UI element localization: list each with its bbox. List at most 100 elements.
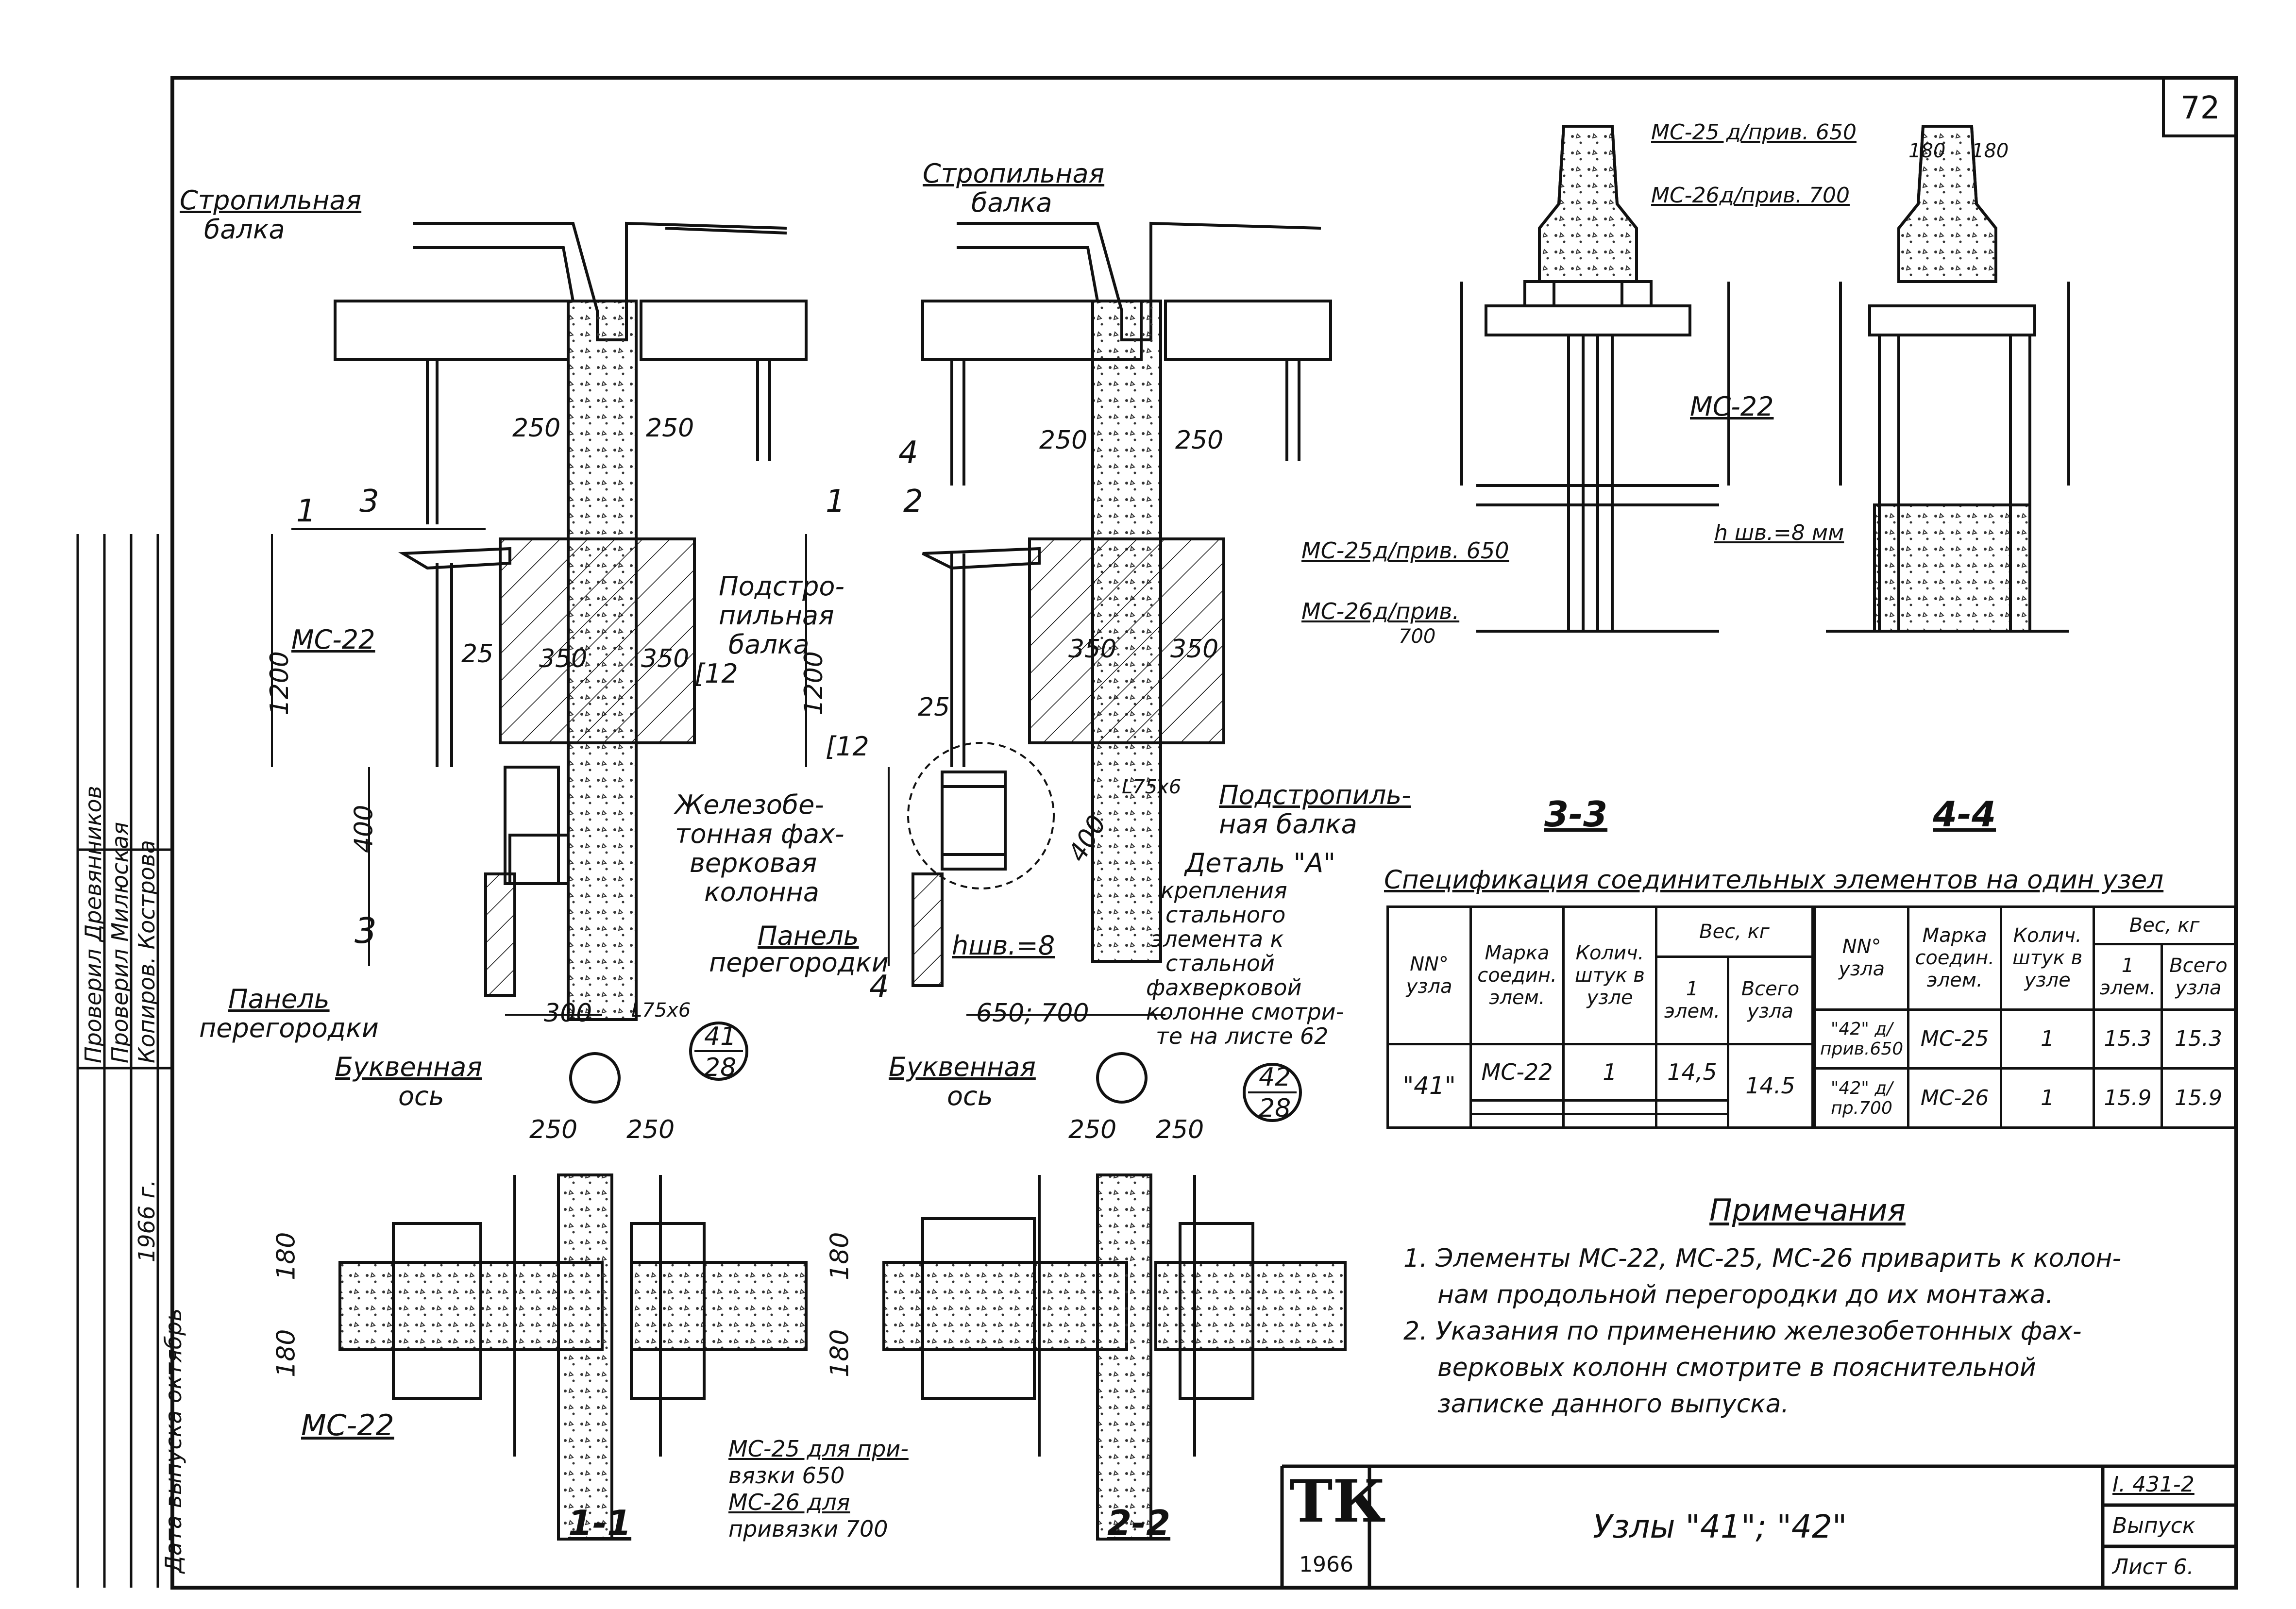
section-mark-4: 4 [869,969,889,1005]
node-sheet: 28 [704,1053,737,1082]
panel-label: перегородки [199,1013,379,1043]
spec-cell-node: "42" д/пр.700 [1813,1067,1910,1129]
dim-180: 180 [271,1329,301,1377]
sub-rafter-label: Подстро- [719,571,844,602]
detail-a-label: фахверковой [1146,974,1302,1001]
notes-title: Примечания [1709,1192,1906,1228]
mc26-label: привязки 700 [728,1516,888,1542]
notes-line: верковых колонн смотрите в пояснительной [1437,1353,2036,1382]
mc22-label: МС-22 [1690,391,1774,422]
title-block-title: Узлы "41"; "42" [1593,1508,1847,1545]
node-number: 42 [1259,1063,1291,1092]
spec-cell-qty: 1 [2000,1067,2095,1129]
rc-column-label: Железобе- [675,789,824,820]
spec-cell-one: 15.3 [2093,1008,2163,1070]
axis-label: ось [947,1081,993,1111]
weld-label: h шв.=8 мм [1714,520,1844,545]
spec-header-weight: Вес, кг [1655,905,1814,958]
mc22-label: МС-22 [301,1408,394,1442]
side-stamp-row: Дата выпуска октябрь [160,1308,186,1573]
section-mark-3: 3 [355,910,377,951]
sub-rafter-label: ная балка [1219,809,1357,839]
node-sheet: 28 [1259,1094,1291,1123]
side-stamp-row: Копиров. Кострова [134,840,160,1063]
node-42-elevation [805,221,1332,1122]
title-block-sheet: Лист 6. [2112,1555,2194,1579]
plan-sections-1-1-2-2 [338,1173,1347,1541]
angle-label: L75х6 [631,999,691,1022]
detail-a-label: те на листе 62 [1156,1023,1329,1049]
dim-250: 250 [646,414,694,443]
dim-400: 400 [349,804,379,853]
dim-350: 350 [1068,635,1117,664]
dim-250: 250 [1175,426,1224,455]
spec-cell-one: 14,5 [1655,1042,1729,1102]
section-4-4-caption: 4-4 [1933,794,1996,835]
sheet-number: 72 [2180,90,2220,126]
spec-cell-node: "41" [1386,1042,1472,1129]
mc26-label: МС-26 для [728,1489,850,1515]
spec-cell-qty: 1 [1562,1042,1657,1102]
side-stamp-frame [76,534,172,1588]
dim-250: 250 [529,1115,578,1144]
spec-header-total: Всего узла [2160,943,2237,1011]
axis-label: Буквенная [335,1052,482,1082]
spec-header-mark: Марка соедин. элем. [1907,905,2003,1011]
spec-cell-total: 15.9 [2160,1067,2237,1129]
angle-label: L75х6 [1122,776,1182,798]
weld-label: hшв.=8 [952,930,1055,961]
notes-line: записке данного выпуска. [1437,1390,1789,1419]
dim-350: 350 [1170,635,1219,664]
spec-header-weight: Вес, кг [2093,905,2236,946]
sub-rafter-label: Подстропиль- [1219,780,1411,810]
channel-label: [12 [694,658,738,689]
spec-header-qty: Колич. штук в узле [2000,905,2095,1011]
sheet-border [170,76,2238,1590]
spec-header-node: NN° узла [1386,905,1472,1045]
panel-label: Панель [228,984,330,1014]
section-mark-2: 2 [903,484,923,520]
mc26-label: МС-26д/прив. 700 [1651,183,1850,208]
spec-header-total: Всего узла [1726,955,1814,1045]
section-mark-4: 4 [898,435,918,471]
notes-line: 1. Элементы МС-22, МС-25, МС-26 приварит… [1403,1244,2122,1273]
mc25-label: вязки 650 [728,1462,845,1489]
dim-350: 350 [641,644,690,673]
section-1-1-caption: 1-1 [568,1503,632,1543]
sub-rafter-label: пильная [719,600,834,631]
dim-180: 180 [1908,140,1946,162]
spec-cell-mark: МС-22 [1469,1042,1565,1102]
rc-column-label: верковая [690,848,817,878]
spec-header-one: 1 элем. [1655,955,1729,1045]
dim-180: 180 [271,1232,301,1280]
channel-label: [12 [826,731,869,762]
detail-a-label: крепления [1161,877,1287,904]
mc25-label: МС-25д/прив. 650 [1301,537,1509,564]
rc-column-label: тонная фах- [675,819,844,849]
rafter-label: Стропильная [923,158,1105,189]
mc26-label: 700 [1399,625,1436,648]
dim-250: 250 [1039,426,1088,455]
mc26-label: МС-26д/прив. [1301,598,1460,624]
spec-title: Спецификация соединительных элементов на… [1384,865,2164,895]
panel-label: Панель [758,921,859,951]
title-block-logo: ТК [1289,1467,1386,1536]
dim-250: 250 [1156,1115,1204,1144]
notes-line: 2. Указания по применению железобетонных… [1403,1317,2082,1346]
spec-cell-node: "42" д/прив.650 [1813,1008,1910,1070]
title-block-frame [1280,1464,2236,1588]
dim-350: 350 [539,644,588,673]
dim-250: 250 [512,414,561,443]
side-stamp-row: 1966 г. [134,1179,160,1262]
mc25-label: МС-25 д/прив. 650 [1651,120,1857,145]
spec-cell-qty: 1 [2000,1008,2095,1070]
section-3-3-caption: 3-3 [1544,794,1608,835]
dim-1200: 1200 [799,651,828,716]
section-mark-3: 3 [359,484,379,520]
panel-label: перегородки [709,947,889,978]
node-41-elevation [271,221,808,1104]
side-stamp-row: Проверил Милюская [107,821,133,1063]
rafter-label: Стропильная [180,185,362,216]
axis-label: Буквенная [889,1052,1036,1082]
